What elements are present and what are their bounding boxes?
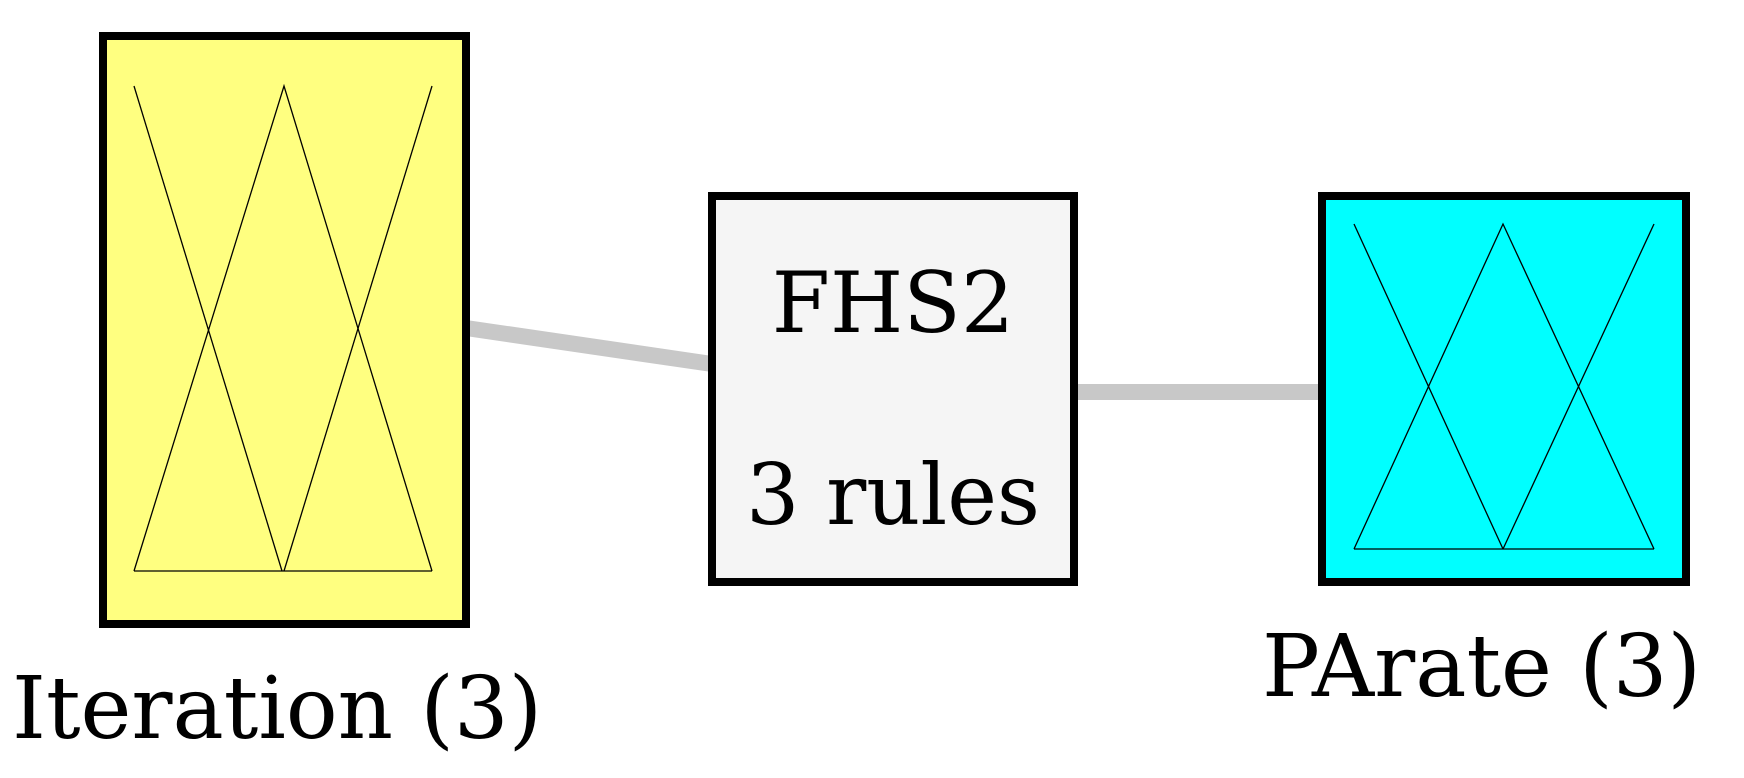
output-mf-medium [1353,222,1655,550]
system-name: FHS2 [772,254,1015,352]
system-block-box[interactable] [708,192,1078,586]
system-rules: 3 rules [746,446,1040,544]
output-membership-functions [1353,222,1655,550]
input-membership-functions [133,83,433,572]
input-mf-low [133,85,283,572]
output-mf-high [1502,223,1655,550]
output-label: PArate (3) [1262,617,1701,717]
input-connector [464,320,714,372]
input-block[interactable]: Iteration (3) [12,32,542,759]
input-mf-high [283,85,433,572]
input-mf-medium [133,83,433,572]
output-block[interactable]: PArate (3) [1262,192,1701,717]
input-label: Iteration (3) [12,659,542,759]
system-block[interactable]: FHS2 3 rules [708,192,1078,586]
output-block-box[interactable] [1318,192,1690,586]
input-block-box[interactable] [99,32,470,628]
